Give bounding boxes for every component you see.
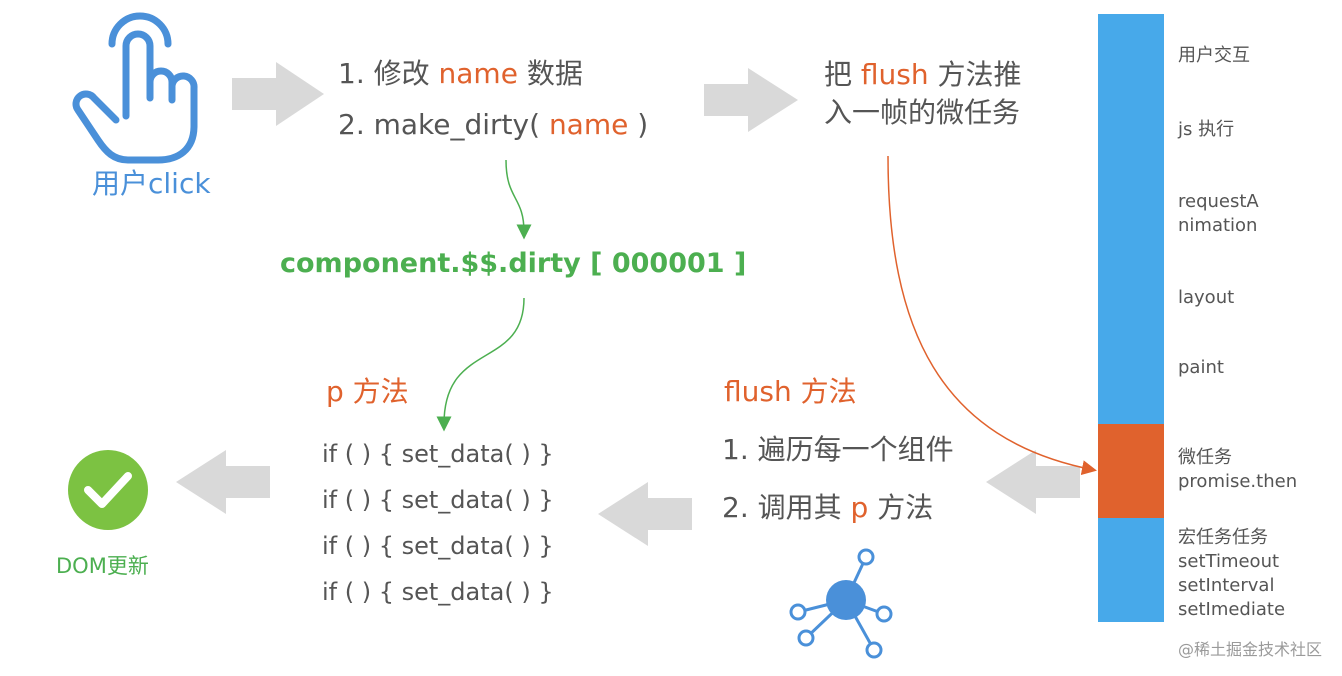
bar-segment-blue-top bbox=[1098, 14, 1164, 424]
flush-step2-keyword: p bbox=[850, 491, 869, 524]
network-nodes-icon bbox=[789, 548, 893, 659]
dom-update-label: DOM更新 bbox=[56, 554, 149, 578]
bar-label-request-animation: requestA nimation bbox=[1178, 191, 1259, 236]
flush-method-title: flush 方法 bbox=[724, 375, 857, 408]
flush-step2-prefix: 2. 调用其 bbox=[722, 491, 851, 524]
arrow-flush-to-p bbox=[598, 482, 692, 546]
step2-suffix: ) bbox=[628, 108, 649, 141]
bar-segment-microtask bbox=[1098, 424, 1164, 518]
p-method-line: if ( ) { set_data( ) } bbox=[322, 578, 554, 606]
p-method-line: if ( ) { set_data( ) } bbox=[322, 486, 554, 514]
step1-keyword: name bbox=[438, 57, 518, 90]
arrow-p-to-dom bbox=[176, 450, 270, 514]
bar-label-paint: paint bbox=[1178, 357, 1224, 378]
curve-push-to-microtask bbox=[887, 155, 1097, 476]
check-circle-icon bbox=[68, 450, 148, 530]
step-make-dirty: 2. make_dirty( name ) bbox=[338, 108, 648, 141]
arrow-step-to-push bbox=[704, 68, 798, 132]
curve-dirty-to-p bbox=[436, 297, 525, 432]
p-method-line: if ( ) { set_data( ) } bbox=[322, 532, 554, 560]
p-method-line: if ( ) { set_data( ) } bbox=[322, 440, 554, 468]
bar-label-user-interaction: 用户交互 bbox=[1178, 45, 1250, 66]
bar-label-layout: layout bbox=[1178, 287, 1235, 308]
bar-segment-macrotask bbox=[1098, 518, 1164, 622]
flush-step-call-p: 2. 调用其 p 方法 bbox=[722, 486, 933, 526]
push-line1: 把 flush 方法推 bbox=[824, 56, 1022, 94]
dirty-bitmask-label: component.$$.dirty [ 000001 ] bbox=[280, 248, 747, 279]
user-click-label: 用户click bbox=[92, 167, 211, 200]
step1-prefix: 1. 修改 bbox=[338, 57, 439, 90]
flush-step-iterate: 1. 遍历每一个组件 bbox=[722, 433, 954, 466]
push-line1-suffix: 方法推 bbox=[928, 58, 1022, 91]
p-method-title: p 方法 bbox=[326, 375, 409, 408]
push-line2: 入一帧的微任务 bbox=[824, 96, 1021, 129]
flush-step2-suffix: 方法 bbox=[868, 491, 934, 524]
watermark: @稀土掘金技术社区 bbox=[1177, 640, 1322, 659]
step2-keyword: name bbox=[548, 108, 629, 141]
bar-label-macrotask: 宏任务任务 setTimeout setInterval setImediate bbox=[1178, 527, 1286, 620]
step-modify-name: 1. 修改 name 数据 bbox=[338, 52, 583, 92]
step1-suffix: 数据 bbox=[517, 57, 583, 90]
event-loop-bar bbox=[1098, 14, 1164, 622]
curve-step-to-dirty bbox=[505, 159, 532, 240]
push-flush-text: 把 flush 方法推 入一帧的微任务 bbox=[824, 56, 1022, 132]
step2-prefix: 2. make_dirty( bbox=[338, 108, 549, 141]
bar-label-js-exec: js 执行 bbox=[1178, 119, 1235, 140]
arrow-click-to-step bbox=[232, 62, 324, 126]
push-line1-keyword: flush bbox=[860, 58, 929, 91]
arrow-bar-to-flush bbox=[986, 450, 1080, 514]
bar-label-microtask: 微任务 promise.then bbox=[1178, 447, 1298, 492]
pointing-hand-icon bbox=[72, 12, 198, 164]
push-line1-prefix: 把 bbox=[824, 58, 861, 91]
